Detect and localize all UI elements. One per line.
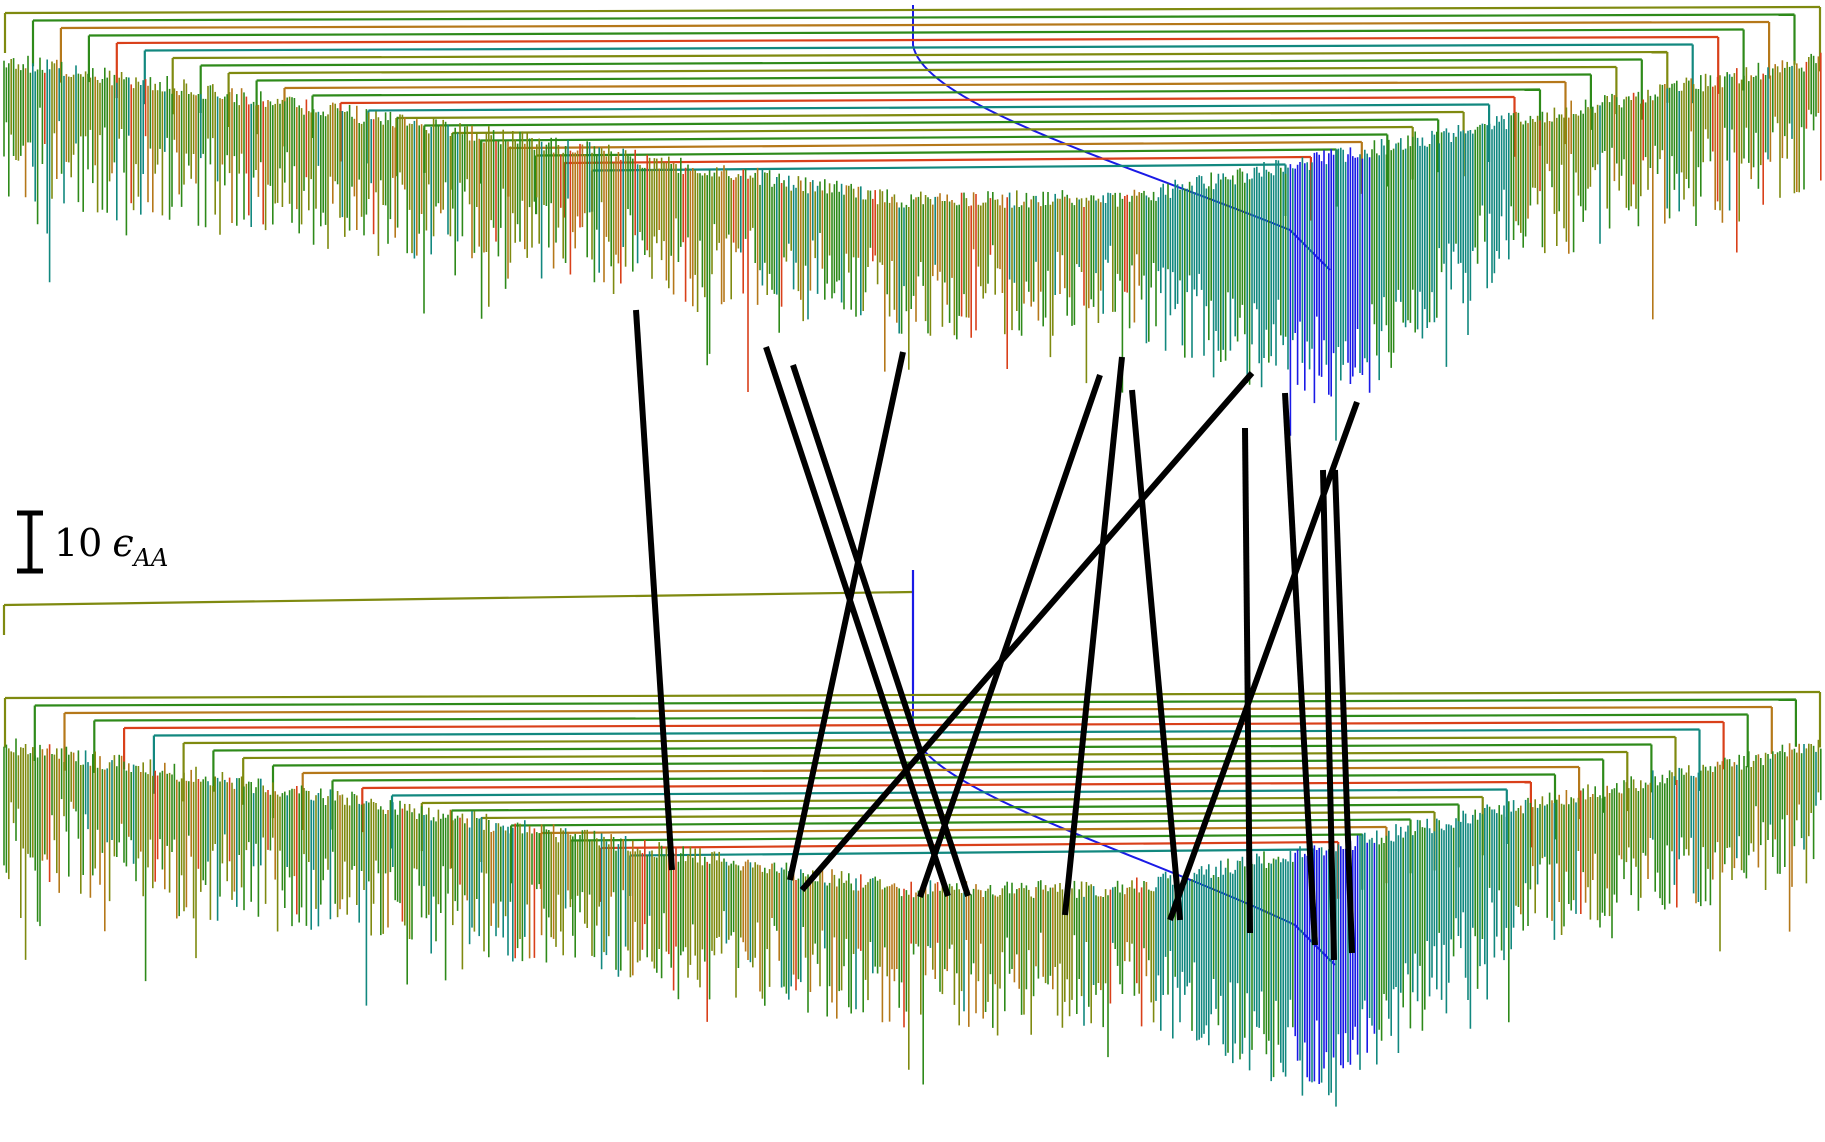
- branch-level: [481, 810, 1435, 820]
- branch-level: [312, 88, 1541, 97]
- branch-level: [153, 728, 1700, 737]
- branch-level: [284, 80, 1566, 90]
- branch-level: [600, 840, 1339, 850]
- branch-level: [172, 50, 1668, 60]
- branch-level: [213, 743, 1652, 752]
- lower-disconnectivity-graph: [2, 570, 1822, 1107]
- connector-line: [790, 364, 971, 897]
- branch-level: [243, 750, 1628, 760]
- branch-level: [32, 13, 1795, 22]
- branch-level: [591, 163, 1286, 172]
- branch-level: [630, 848, 1315, 857]
- branch-level: [480, 133, 1388, 142]
- branch-level: [34, 698, 1796, 707]
- scale-bar-epsilon: ϵ: [112, 521, 133, 565]
- branch-level: [124, 720, 1724, 730]
- branch-level: [272, 758, 1604, 767]
- connector-line: [1129, 389, 1183, 921]
- branch-level: [424, 118, 1439, 127]
- upper-disconnectivity-graph: [3, 5, 1822, 441]
- scale-bar-subscript: AA: [132, 544, 169, 572]
- branch-level: [4, 690, 1821, 700]
- isolated-branch: [3, 590, 914, 607]
- branch-level: [60, 20, 1770, 30]
- branch-level: [228, 65, 1617, 75]
- branch-level: [391, 788, 1507, 797]
- branch-level: [564, 155, 1311, 165]
- branch-level: [144, 43, 1693, 52]
- branch-level: [536, 148, 1337, 157]
- branch-level: [200, 58, 1642, 67]
- connector-line: [1320, 469, 1337, 961]
- branch-level: [116, 35, 1719, 45]
- connector-line: [1282, 392, 1318, 946]
- connector-line: [787, 351, 906, 881]
- branch-level: [256, 73, 1591, 82]
- branch-level: [64, 705, 1772, 715]
- branch-level: [511, 818, 1411, 827]
- connector-line: [633, 309, 675, 871]
- branch-level: [452, 125, 1413, 135]
- branch-level: [396, 110, 1464, 120]
- connector-line: [763, 346, 951, 897]
- branch-level: [4, 5, 1821, 15]
- branch-level: [88, 28, 1744, 37]
- branch-level: [94, 713, 1748, 722]
- connector-line: [1332, 469, 1355, 954]
- connector-line: [917, 374, 1103, 898]
- branch-level: [570, 833, 1363, 842]
- branch-level: [362, 780, 1531, 790]
- branch-level: [508, 140, 1362, 150]
- branch-level: [540, 825, 1387, 835]
- scale-bar-number: 10: [54, 521, 102, 565]
- branch-level: [368, 103, 1490, 112]
- branch-level: [340, 95, 1515, 105]
- branch-level: [302, 765, 1580, 775]
- connector-line: [1242, 427, 1253, 934]
- branch-level: [451, 803, 1459, 812]
- connector-line: [799, 371, 1255, 892]
- connector-line: [1062, 356, 1125, 916]
- branch-level: [332, 773, 1556, 782]
- minima-correspondence-lines: [633, 309, 1360, 961]
